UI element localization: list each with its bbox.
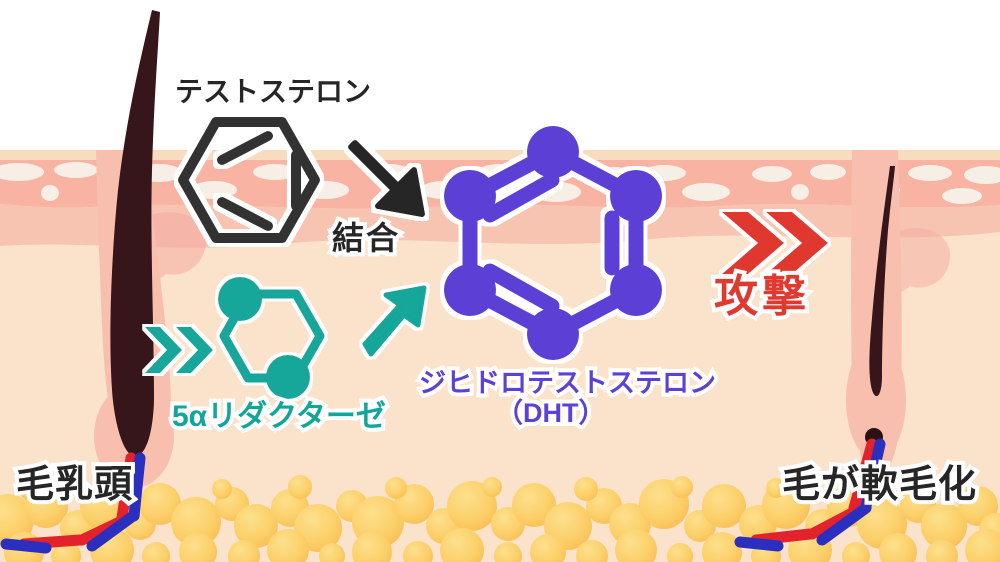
binding-arrow-icon bbox=[348, 140, 425, 217]
dht-atom-nodes bbox=[444, 126, 662, 360]
subcutaneous-fat-layer bbox=[0, 475, 1000, 562]
left-hair-follicle bbox=[94, 10, 206, 488]
testosterone-molecule-icon bbox=[178, 117, 320, 243]
dht-molecule-icon bbox=[444, 126, 662, 360]
right-hair-follicle bbox=[846, 150, 951, 478]
conversion-arrow-icon bbox=[362, 285, 427, 357]
red-double-chevron-icon bbox=[722, 212, 828, 274]
blood-vessels bbox=[0, 438, 886, 554]
teal-double-chevron-icon bbox=[145, 327, 213, 373]
enzyme-molecule-icon bbox=[218, 277, 325, 399]
